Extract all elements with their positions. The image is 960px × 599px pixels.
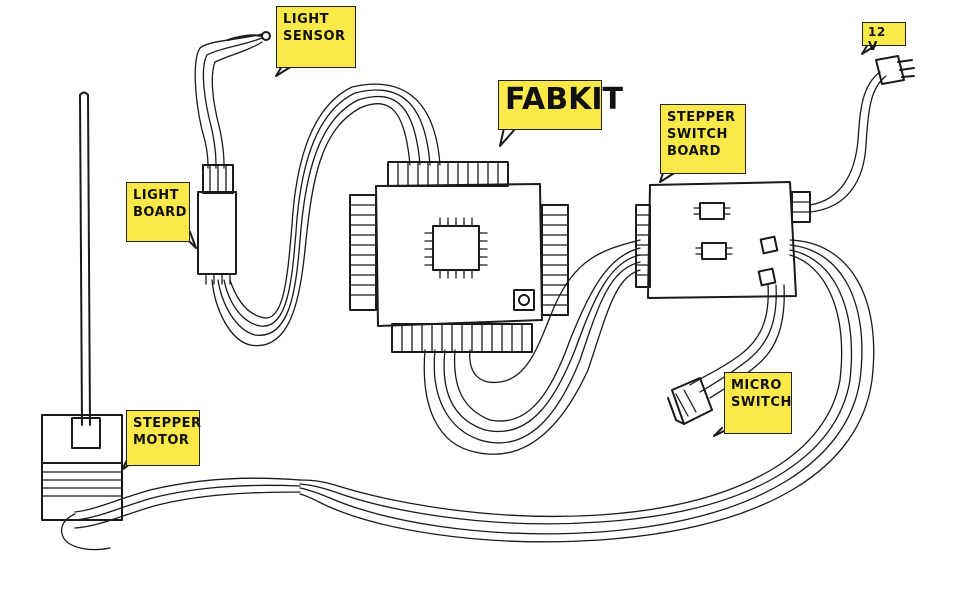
label-light-board: LIGHT BOARD [126, 182, 190, 242]
label-micro-switch: MICRO SWITCH [724, 372, 792, 434]
label-fabkit: FABKIT [498, 80, 623, 130]
wire-switchboard-motor [299, 239, 875, 543]
wire-fabkit-switchboard [423, 239, 641, 455]
chip-icon [424, 217, 488, 279]
dc-plug-icon [875, 55, 915, 85]
micro-switch-icon [667, 377, 713, 425]
stepper-switch-board [635, 181, 811, 299]
light-board-icon [197, 164, 237, 285]
wire-lightboard-fabkit [211, 83, 441, 347]
stepper-motor-icon [41, 91, 123, 521]
fabkit-board [349, 161, 569, 353]
sensor-probe-icon [227, 31, 271, 41]
label-12v: 12 V [862, 22, 906, 53]
reset-button-icon [513, 289, 535, 311]
wire-12v [809, 71, 887, 213]
wire-harness-sensor [194, 33, 263, 169]
wire-microswitch [689, 284, 785, 399]
label-light-sensor: LIGHT SENSOR [276, 6, 356, 68]
label-stepper-motor: STEPPER MOTOR [126, 410, 201, 466]
label-stepper-switch-board: STEPPER SWITCH BOARD [660, 104, 746, 174]
wire-motor-harness [61, 477, 301, 551]
